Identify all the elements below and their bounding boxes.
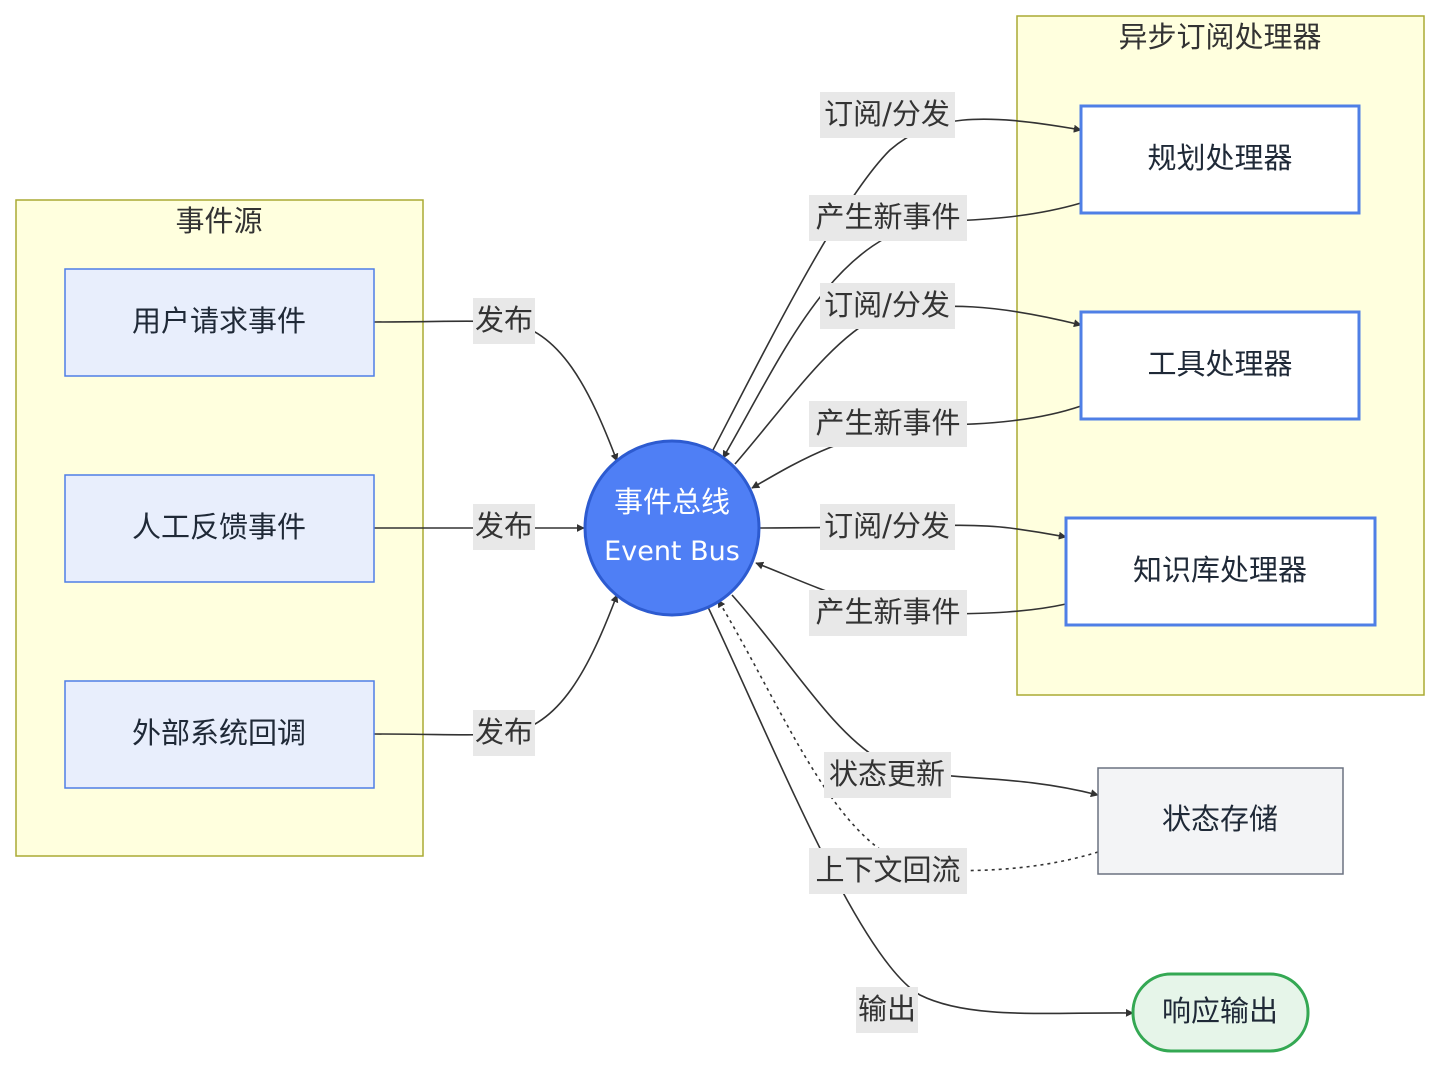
edge-label-publish-1: 发布 — [473, 298, 535, 344]
node-state-store[interactable]: 状态存储 — [1097, 767, 1344, 875]
svg-text:产生新事件: 产生新事件 — [815, 406, 960, 440]
edge-label-new-event-tool: 产生新事件 — [809, 401, 967, 447]
node-human-feedback-event[interactable]: 人工反馈事件 — [64, 474, 375, 583]
svg-text:发布: 发布 — [475, 715, 533, 749]
node-response-output[interactable]: 响应输出 — [1131, 972, 1310, 1053]
edge-label-subscribe-knowledge: 订阅/分发 — [820, 504, 955, 550]
edge-label-subscribe-tool: 订阅/分发 — [820, 283, 955, 329]
node-label-human-feedback-event: 人工反馈事件 — [132, 510, 306, 544]
svg-text:状态更新: 状态更新 — [829, 757, 945, 791]
node-label-tool-handler: 工具处理器 — [1147, 347, 1292, 381]
node-planning-handler[interactable]: 规划处理器 — [1079, 104, 1361, 215]
edge-label-new-event-planning: 产生新事件 — [809, 195, 967, 241]
node-knowledge-handler[interactable]: 知识库处理器 — [1064, 516, 1377, 627]
edge-labels: 发布 发布 发布 订阅/分发 产生新事件 订阅/分发 产生新事件 订阅/ — [473, 92, 967, 1033]
node-tool-handler[interactable]: 工具处理器 — [1079, 310, 1361, 421]
svg-text:产生新事件: 产生新事件 — [815, 595, 960, 629]
node-label-external-system-callback: 外部系统回调 — [132, 716, 306, 750]
node-label-event-bus-en: Event Bus — [604, 536, 740, 567]
edge-label-state-update: 状态更新 — [824, 752, 951, 798]
svg-text:输出: 输出 — [858, 992, 916, 1026]
node-label-knowledge-handler: 知识库处理器 — [1133, 553, 1307, 587]
edge-label-output: 输出 — [856, 987, 918, 1033]
edge-bus-to-response — [707, 606, 1134, 1017]
edge-bus-to-planning — [712, 118, 1082, 451]
edge-label-subscribe-planning: 订阅/分发 — [820, 92, 955, 138]
node-label-state-store: 状态存储 — [1162, 802, 1278, 836]
node-label-planning-handler: 规划处理器 — [1147, 141, 1292, 175]
svg-text:订阅/分发: 订阅/分发 — [824, 97, 950, 131]
svg-text:订阅/分发: 订阅/分发 — [824, 509, 950, 543]
svg-text:订阅/分发: 订阅/分发 — [824, 288, 950, 322]
svg-text:产生新事件: 产生新事件 — [815, 200, 960, 234]
node-label-user-request-event: 用户请求事件 — [132, 304, 306, 338]
edge-label-publish-3: 发布 — [473, 710, 535, 756]
svg-text:上下文回流: 上下文回流 — [815, 853, 960, 887]
node-event-bus[interactable]: 事件总线 Event Bus — [583, 439, 761, 617]
edge-label-publish-2: 发布 — [473, 504, 535, 550]
node-label-response-output: 响应输出 — [1162, 994, 1278, 1028]
node-external-system-callback[interactable]: 外部系统回调 — [64, 680, 375, 789]
node-label-event-bus-cn: 事件总线 — [614, 485, 730, 519]
edge-label-context-return: 上下文回流 — [809, 848, 967, 894]
svg-text:发布: 发布 — [475, 303, 533, 337]
svg-text:发布: 发布 — [475, 509, 533, 543]
edge-label-new-event-knowledge: 产生新事件 — [809, 590, 967, 636]
cluster-title-event-source: 事件源 — [175, 204, 262, 238]
cluster-title-async-handlers: 异步订阅处理器 — [1118, 20, 1321, 54]
node-user-request-event[interactable]: 用户请求事件 — [64, 268, 375, 377]
